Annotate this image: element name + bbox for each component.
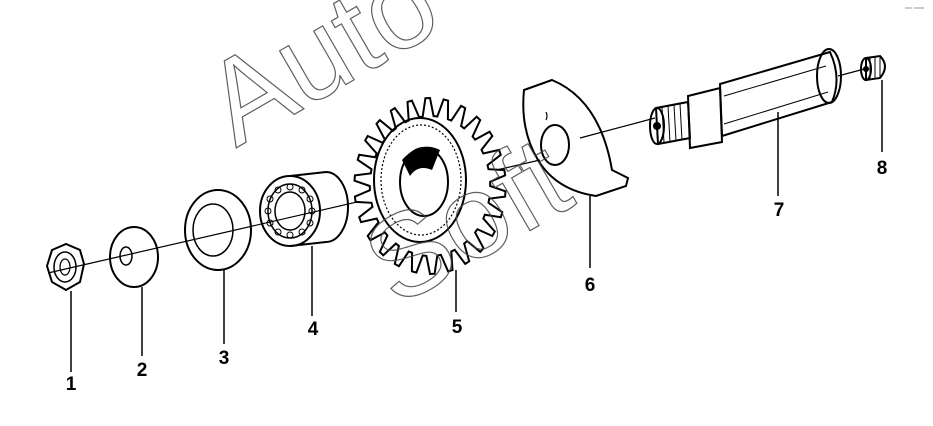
- nut-drawing: [45, 242, 86, 372]
- bearing-drawing: [259, 170, 349, 316]
- label-part-3: 3: [219, 348, 230, 369]
- callout-labels: 1 2 3 4 5 6 7 8: [66, 158, 888, 395]
- plate-drawing: [522, 78, 630, 268]
- washer-drawing: [109, 226, 159, 356]
- spacer-drawing: [184, 189, 252, 344]
- shaft-drawing: [649, 48, 842, 196]
- label-part-6: 6: [585, 275, 596, 296]
- label-part-7: 7: [774, 200, 785, 221]
- label-part-2: 2: [137, 360, 148, 381]
- label-part-8: 8: [877, 158, 888, 179]
- plug-screw-drawing: [860, 54, 886, 152]
- label-part-4: 4: [308, 319, 319, 340]
- label-part-1: 1: [66, 374, 77, 395]
- label-part-5: 5: [452, 317, 463, 338]
- gear-drawing: [353, 96, 507, 312]
